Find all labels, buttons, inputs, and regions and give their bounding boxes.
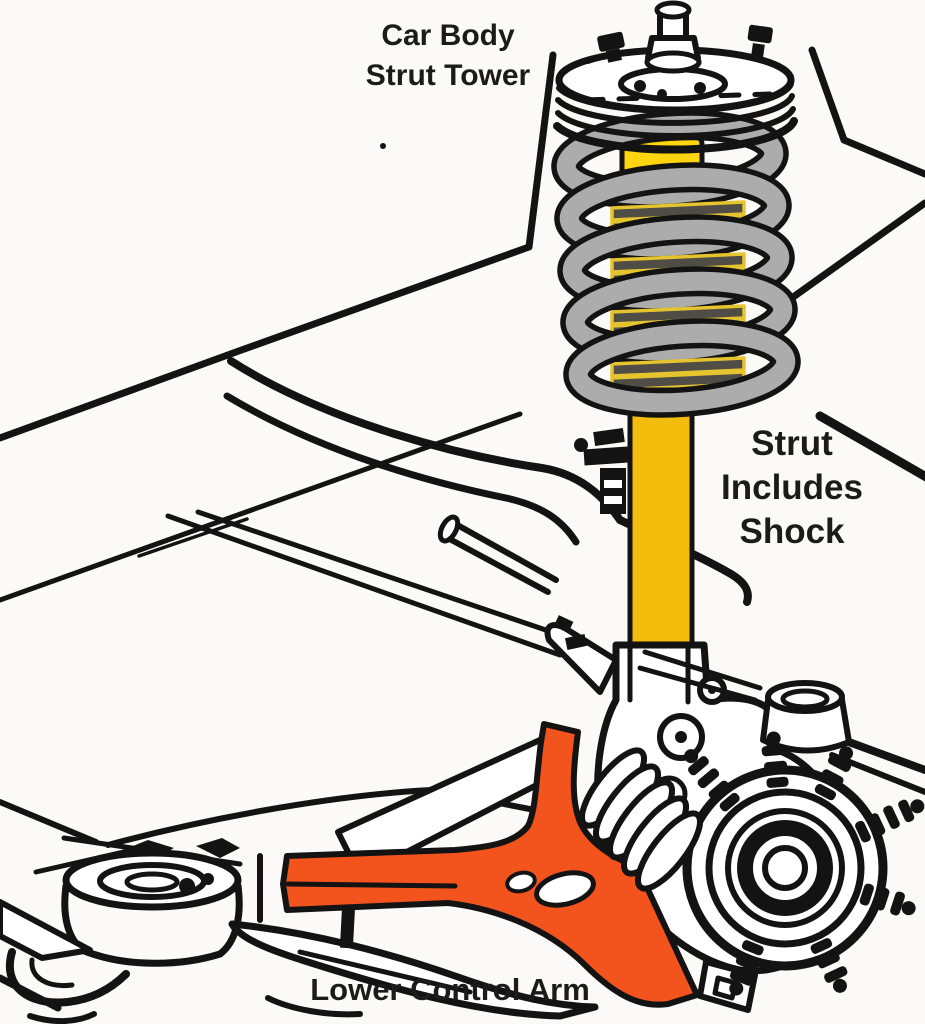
car-body-lines bbox=[0, 46, 925, 795]
ink-dot bbox=[380, 143, 386, 149]
stabilizer-bar-lower bbox=[223, 392, 580, 546]
subframe-rail-top bbox=[105, 787, 548, 848]
ball-joint-cup-body bbox=[760, 697, 852, 754]
plate-dash-left bbox=[586, 54, 608, 64]
body-line-right-mid bbox=[785, 199, 925, 304]
strut-top-mount bbox=[553, 0, 798, 154]
shaft-bracket bbox=[574, 427, 629, 514]
harness-line-1 bbox=[165, 513, 563, 658]
mount-clamp-blob-2 bbox=[196, 838, 240, 858]
brake-pipe-sleeve bbox=[137, 517, 249, 558]
clamp-braces bbox=[637, 649, 763, 703]
bracket-tab-1 bbox=[593, 427, 625, 447]
bearing-detail-1 bbox=[634, 80, 646, 92]
knuckle-bottom-slot bbox=[712, 975, 739, 1001]
mount-rib-2 bbox=[555, 93, 795, 126]
corner-line-2 bbox=[27, 1011, 97, 1024]
hub-ring-2 bbox=[725, 808, 845, 928]
axle-line-right-2 bbox=[829, 752, 925, 795]
frame-hook-inner bbox=[29, 957, 75, 989]
mount-stud-left bbox=[597, 31, 625, 63]
bracket-slot-1 bbox=[604, 480, 622, 488]
mount-rib-3 bbox=[555, 106, 796, 140]
bracket-slot-2 bbox=[604, 496, 622, 504]
spring-coil-4 bbox=[560, 266, 798, 366]
axle-line-right-1 bbox=[834, 734, 925, 774]
abs-sensor-1 bbox=[554, 615, 574, 631]
engine-mount-top bbox=[62, 849, 242, 911]
bearing-detail-3 bbox=[657, 89, 667, 99]
mount-stud-right bbox=[747, 24, 773, 59]
subframe-edge-1 bbox=[0, 799, 99, 845]
stabilizer-bar-upper bbox=[227, 357, 624, 524]
control-arm-bolt bbox=[339, 905, 356, 949]
rocker-line-right bbox=[815, 411, 925, 482]
frame-wedge bbox=[0, 899, 93, 961]
harness-line-2 bbox=[195, 509, 593, 648]
hub-centre bbox=[762, 845, 808, 891]
tie-rod bbox=[441, 519, 559, 595]
boot-rib bbox=[634, 810, 704, 892]
lower-bracket bbox=[228, 920, 599, 1020]
coil-spring-and-strut bbox=[551, 110, 801, 657]
mount-bolt-1 bbox=[179, 878, 195, 894]
label-lower-control-arm: Lower Control Arm bbox=[310, 972, 590, 1007]
plate-dash-right bbox=[740, 52, 760, 62]
cv-axle-boot bbox=[578, 747, 704, 892]
frame-hook bbox=[5, 948, 130, 1007]
spring-coil-5 bbox=[563, 318, 801, 418]
corner-line-1 bbox=[0, 974, 62, 1012]
abs-sensor-2 bbox=[564, 634, 588, 650]
hub-bore-ring bbox=[737, 820, 833, 916]
mount-rib-shading bbox=[582, 91, 773, 103]
mount-bolt-2 bbox=[202, 873, 214, 885]
strut-tower-right-edge bbox=[808, 46, 848, 144]
control-arm-hole-small bbox=[505, 870, 537, 894]
brake-pipe bbox=[0, 411, 523, 603]
mount-rib-1 bbox=[556, 81, 794, 114]
body-line-right-upper bbox=[840, 136, 925, 178]
body-crease-left bbox=[0, 243, 533, 442]
lower-control-arm bbox=[280, 721, 700, 1008]
mount-bottom bbox=[78, 946, 224, 967]
label-strut-includes-shock: Strut Includes Shock bbox=[721, 424, 863, 551]
piston-rod-cap bbox=[654, 0, 692, 20]
strut-tower-left-edge bbox=[525, 51, 557, 251]
bracket-body bbox=[600, 468, 626, 514]
wheel-studs bbox=[684, 731, 925, 996]
control-arm-body bbox=[280, 721, 700, 1008]
strut-clamp-lines bbox=[627, 645, 691, 705]
nut-washer bbox=[644, 50, 702, 74]
spring-coil-3 bbox=[557, 214, 795, 314]
lower-bracket-lip bbox=[265, 995, 363, 1018]
tie-rod-end bbox=[437, 514, 461, 544]
bracket-tab-2 bbox=[583, 446, 629, 466]
bearing-detail-2 bbox=[694, 82, 706, 94]
subframe-assembly bbox=[0, 737, 599, 1024]
shock-absorber-shaft bbox=[627, 387, 695, 657]
control-arm-seam bbox=[285, 881, 458, 889]
wheel-hub bbox=[682, 731, 925, 1013]
lower-bracket-line bbox=[297, 949, 473, 995]
mount-bottom-rim bbox=[553, 117, 798, 154]
spring-coil-2 bbox=[554, 162, 792, 262]
bracket-bolt bbox=[574, 438, 588, 452]
control-arm-hole-large bbox=[534, 870, 596, 908]
hub-ring-1 bbox=[705, 788, 865, 948]
boot-segment bbox=[610, 356, 746, 378]
ball-joint-cup-inner bbox=[780, 688, 830, 710]
engine-mount-core bbox=[124, 871, 180, 893]
label-car-body-strut-tower: Car Body Strut Tower bbox=[365, 19, 531, 92]
caliper-boss-1-bolt bbox=[675, 731, 687, 743]
spring-coil-1 bbox=[551, 110, 789, 210]
